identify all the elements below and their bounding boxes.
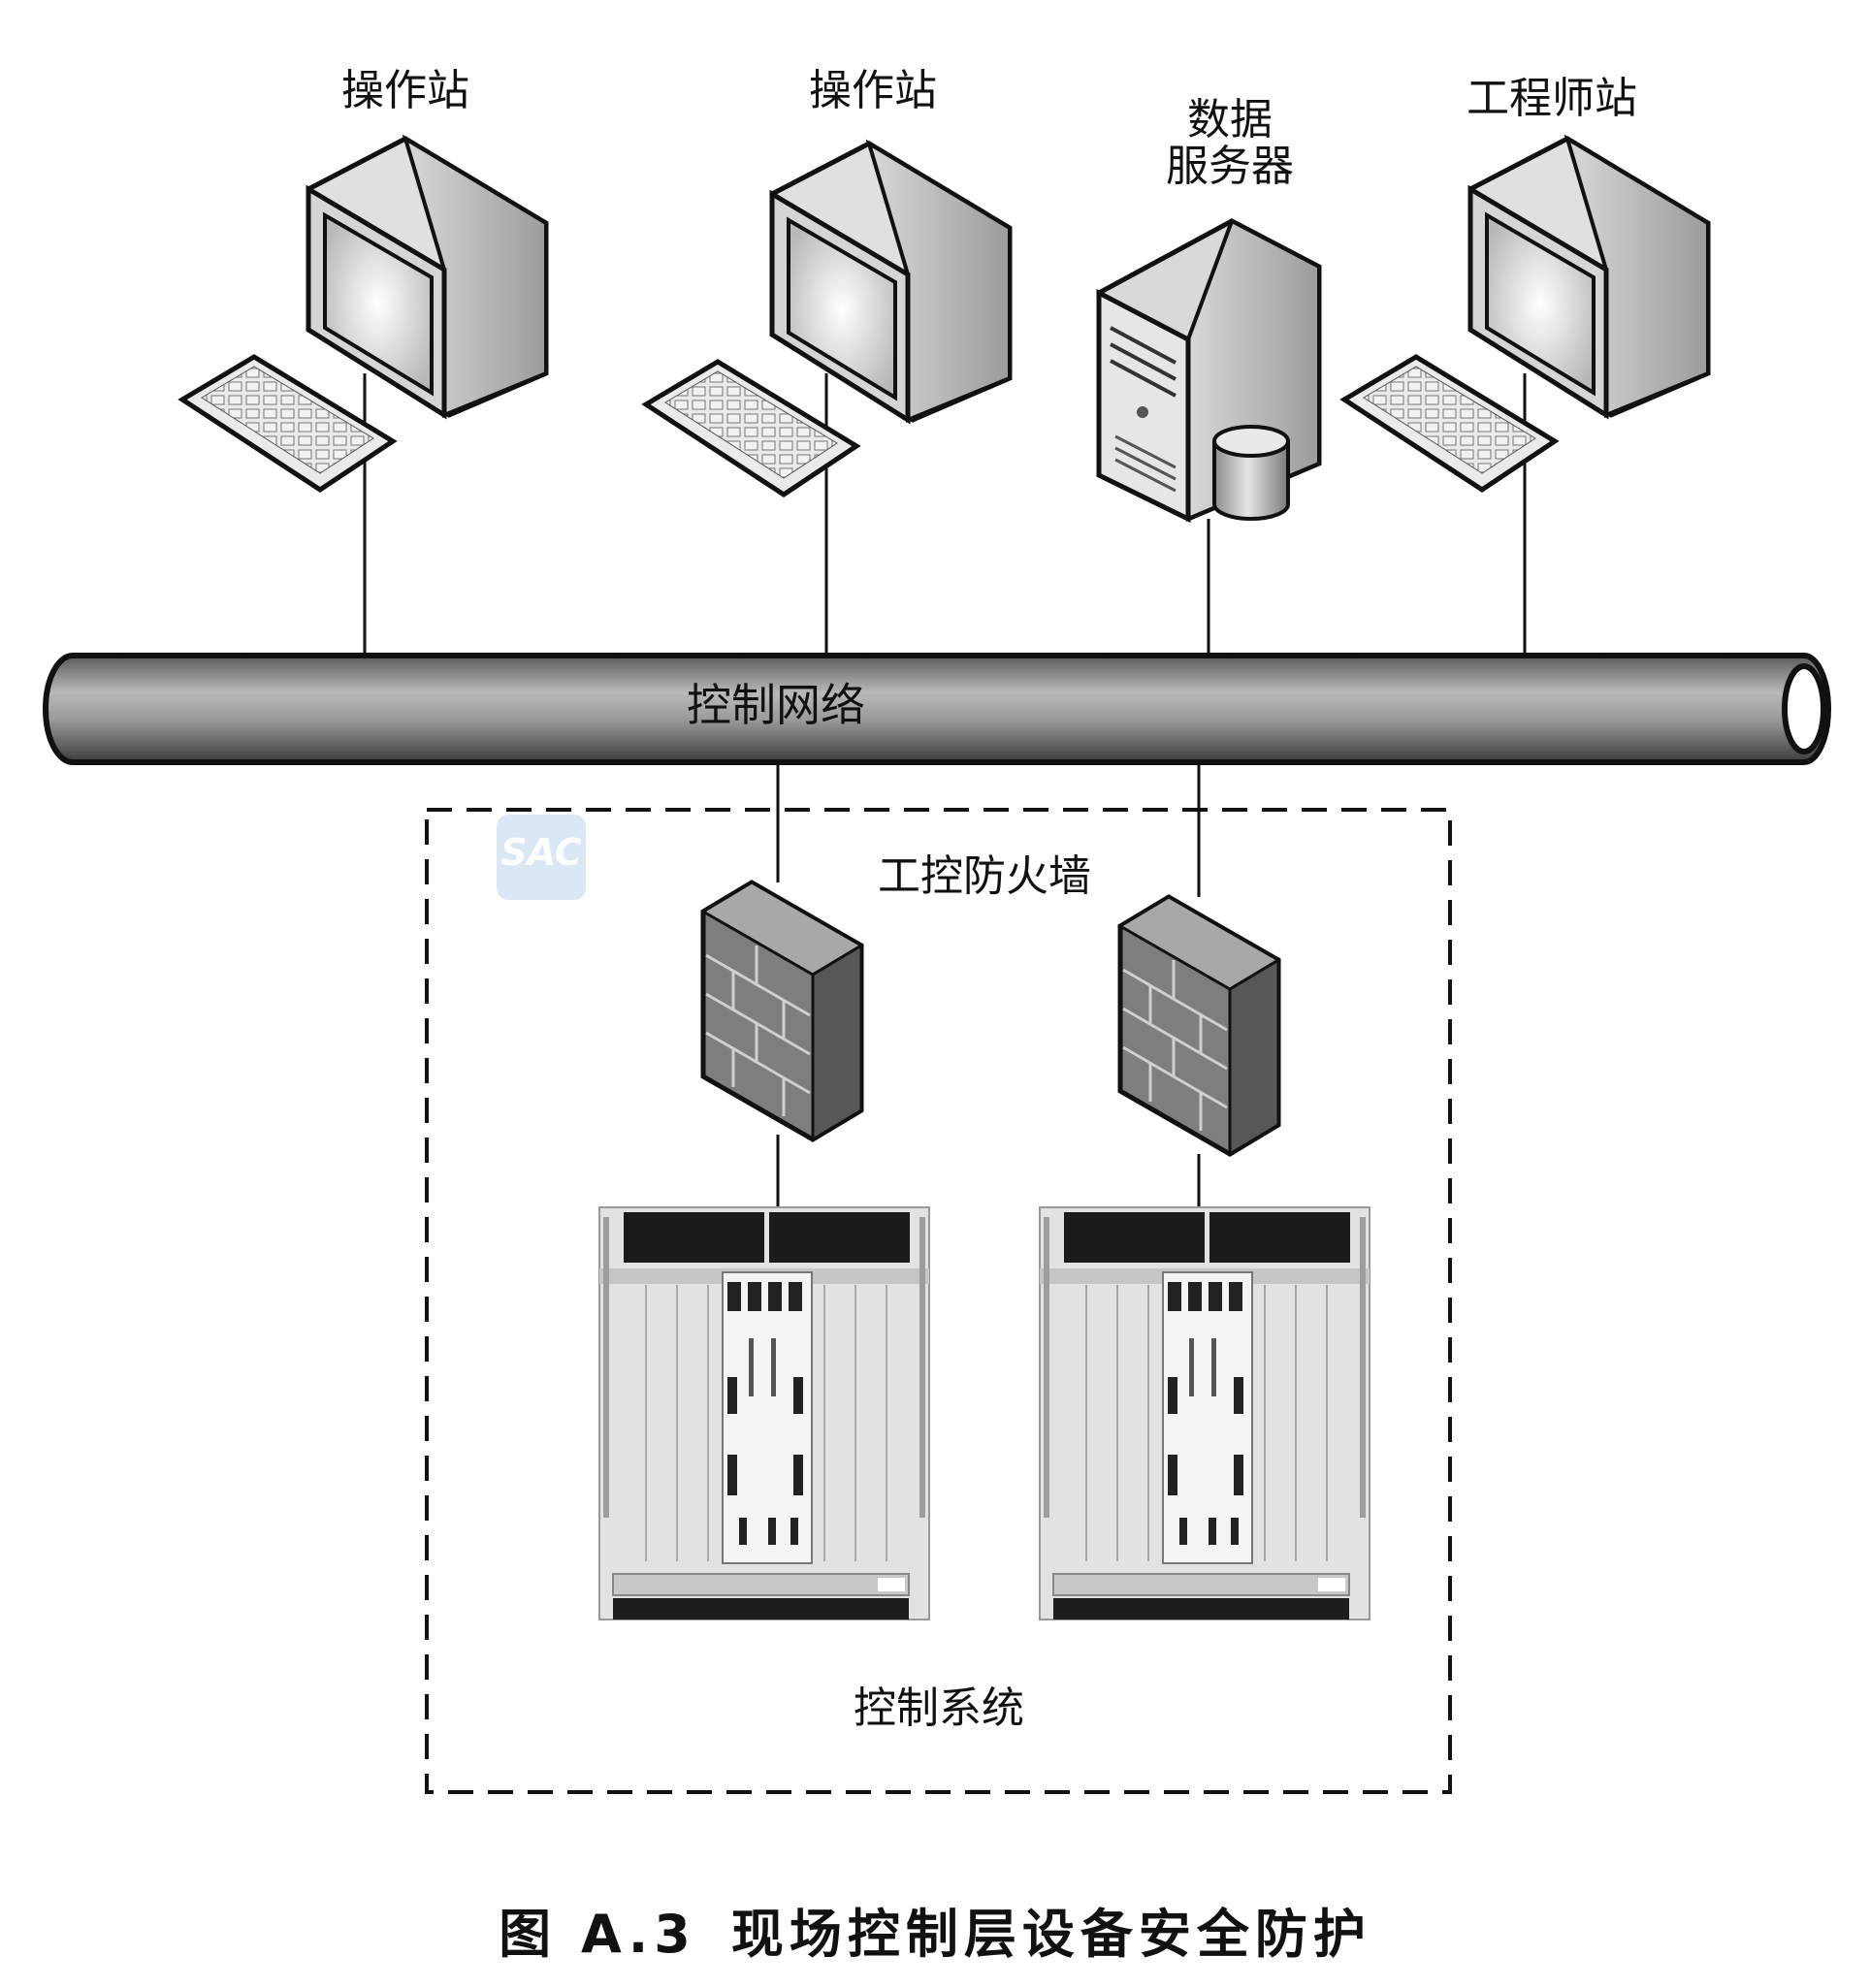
controller-rack-2-icon xyxy=(1039,1206,1370,1620)
data-server-label-line2: 服务器 xyxy=(1166,142,1294,191)
control-network-label: 控制网络 xyxy=(687,679,865,731)
firewall-2-icon xyxy=(1117,894,1281,1157)
control-system-boundary xyxy=(425,808,1452,1794)
figure-caption: 图 A.3 现场控制层设备安全防护 xyxy=(481,1891,1389,1968)
figure-number: 图 A.3 xyxy=(499,1904,696,1965)
sac-watermark: SAC xyxy=(497,815,586,900)
connection-lines xyxy=(363,373,1527,1207)
control-network-pipe xyxy=(43,653,1831,765)
operator-station-2-label: 操作站 xyxy=(809,66,937,115)
engineer-station-label: 工程师站 xyxy=(1467,74,1637,123)
controller-rack-1-icon xyxy=(598,1206,930,1620)
figure-title: 现场控制层设备安全防护 xyxy=(730,1904,1371,1965)
engineer-station-icon xyxy=(1339,134,1711,493)
data-server-label-line1: 数据 xyxy=(1187,95,1273,144)
data-server-icon xyxy=(1096,218,1322,524)
industrial-firewall-label: 工控防火墙 xyxy=(878,851,1091,901)
operator-station-1-icon xyxy=(177,134,549,493)
operator-station-1-label: 操作站 xyxy=(341,66,469,115)
svg-text:SAC: SAC xyxy=(500,831,582,874)
firewall-1-icon xyxy=(700,880,864,1142)
control-system-label: 控制系统 xyxy=(854,1683,1024,1733)
operator-station-2-icon xyxy=(641,139,1013,497)
